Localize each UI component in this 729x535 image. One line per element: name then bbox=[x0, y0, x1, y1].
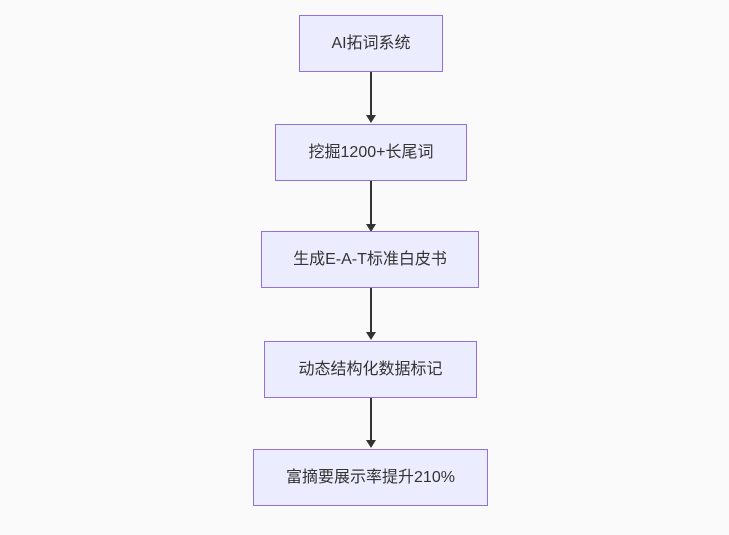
flowchart-node-ai-word-expansion-system: AI拓词系统 bbox=[299, 15, 443, 72]
flowchart-arrow-3 bbox=[366, 288, 376, 340]
flowchart-node-mine-longtail-keywords: 挖掘1200+长尾词 bbox=[275, 124, 467, 181]
arrow-line bbox=[370, 288, 372, 332]
flowchart-arrow-1 bbox=[366, 72, 376, 123]
arrow-line bbox=[370, 72, 372, 115]
flowchart-node-dynamic-structured-data-markup: 动态结构化数据标记 bbox=[264, 341, 477, 398]
flowchart-node-generate-eat-whitepaper: 生成E-A-T标准白皮书 bbox=[261, 231, 479, 288]
flowchart-node-rich-snippet-rate-increase: 富摘要展示率提升210% bbox=[253, 449, 488, 506]
flowchart-arrow-2 bbox=[366, 181, 376, 232]
node-label: 动态结构化数据标记 bbox=[298, 360, 443, 378]
node-label: 生成E-A-T标准白皮书 bbox=[293, 250, 447, 268]
arrow-line bbox=[370, 398, 372, 440]
arrow-head-icon bbox=[366, 115, 376, 123]
arrow-head-icon bbox=[366, 440, 376, 448]
arrow-head-icon bbox=[366, 224, 376, 232]
node-label: 富摘要展示率提升210% bbox=[286, 468, 455, 486]
flowchart-arrow-4 bbox=[366, 398, 376, 448]
arrow-head-icon bbox=[366, 332, 376, 340]
node-label: 挖掘1200+长尾词 bbox=[308, 143, 434, 161]
node-label: AI拓词系统 bbox=[331, 34, 411, 52]
arrow-line bbox=[370, 181, 372, 224]
